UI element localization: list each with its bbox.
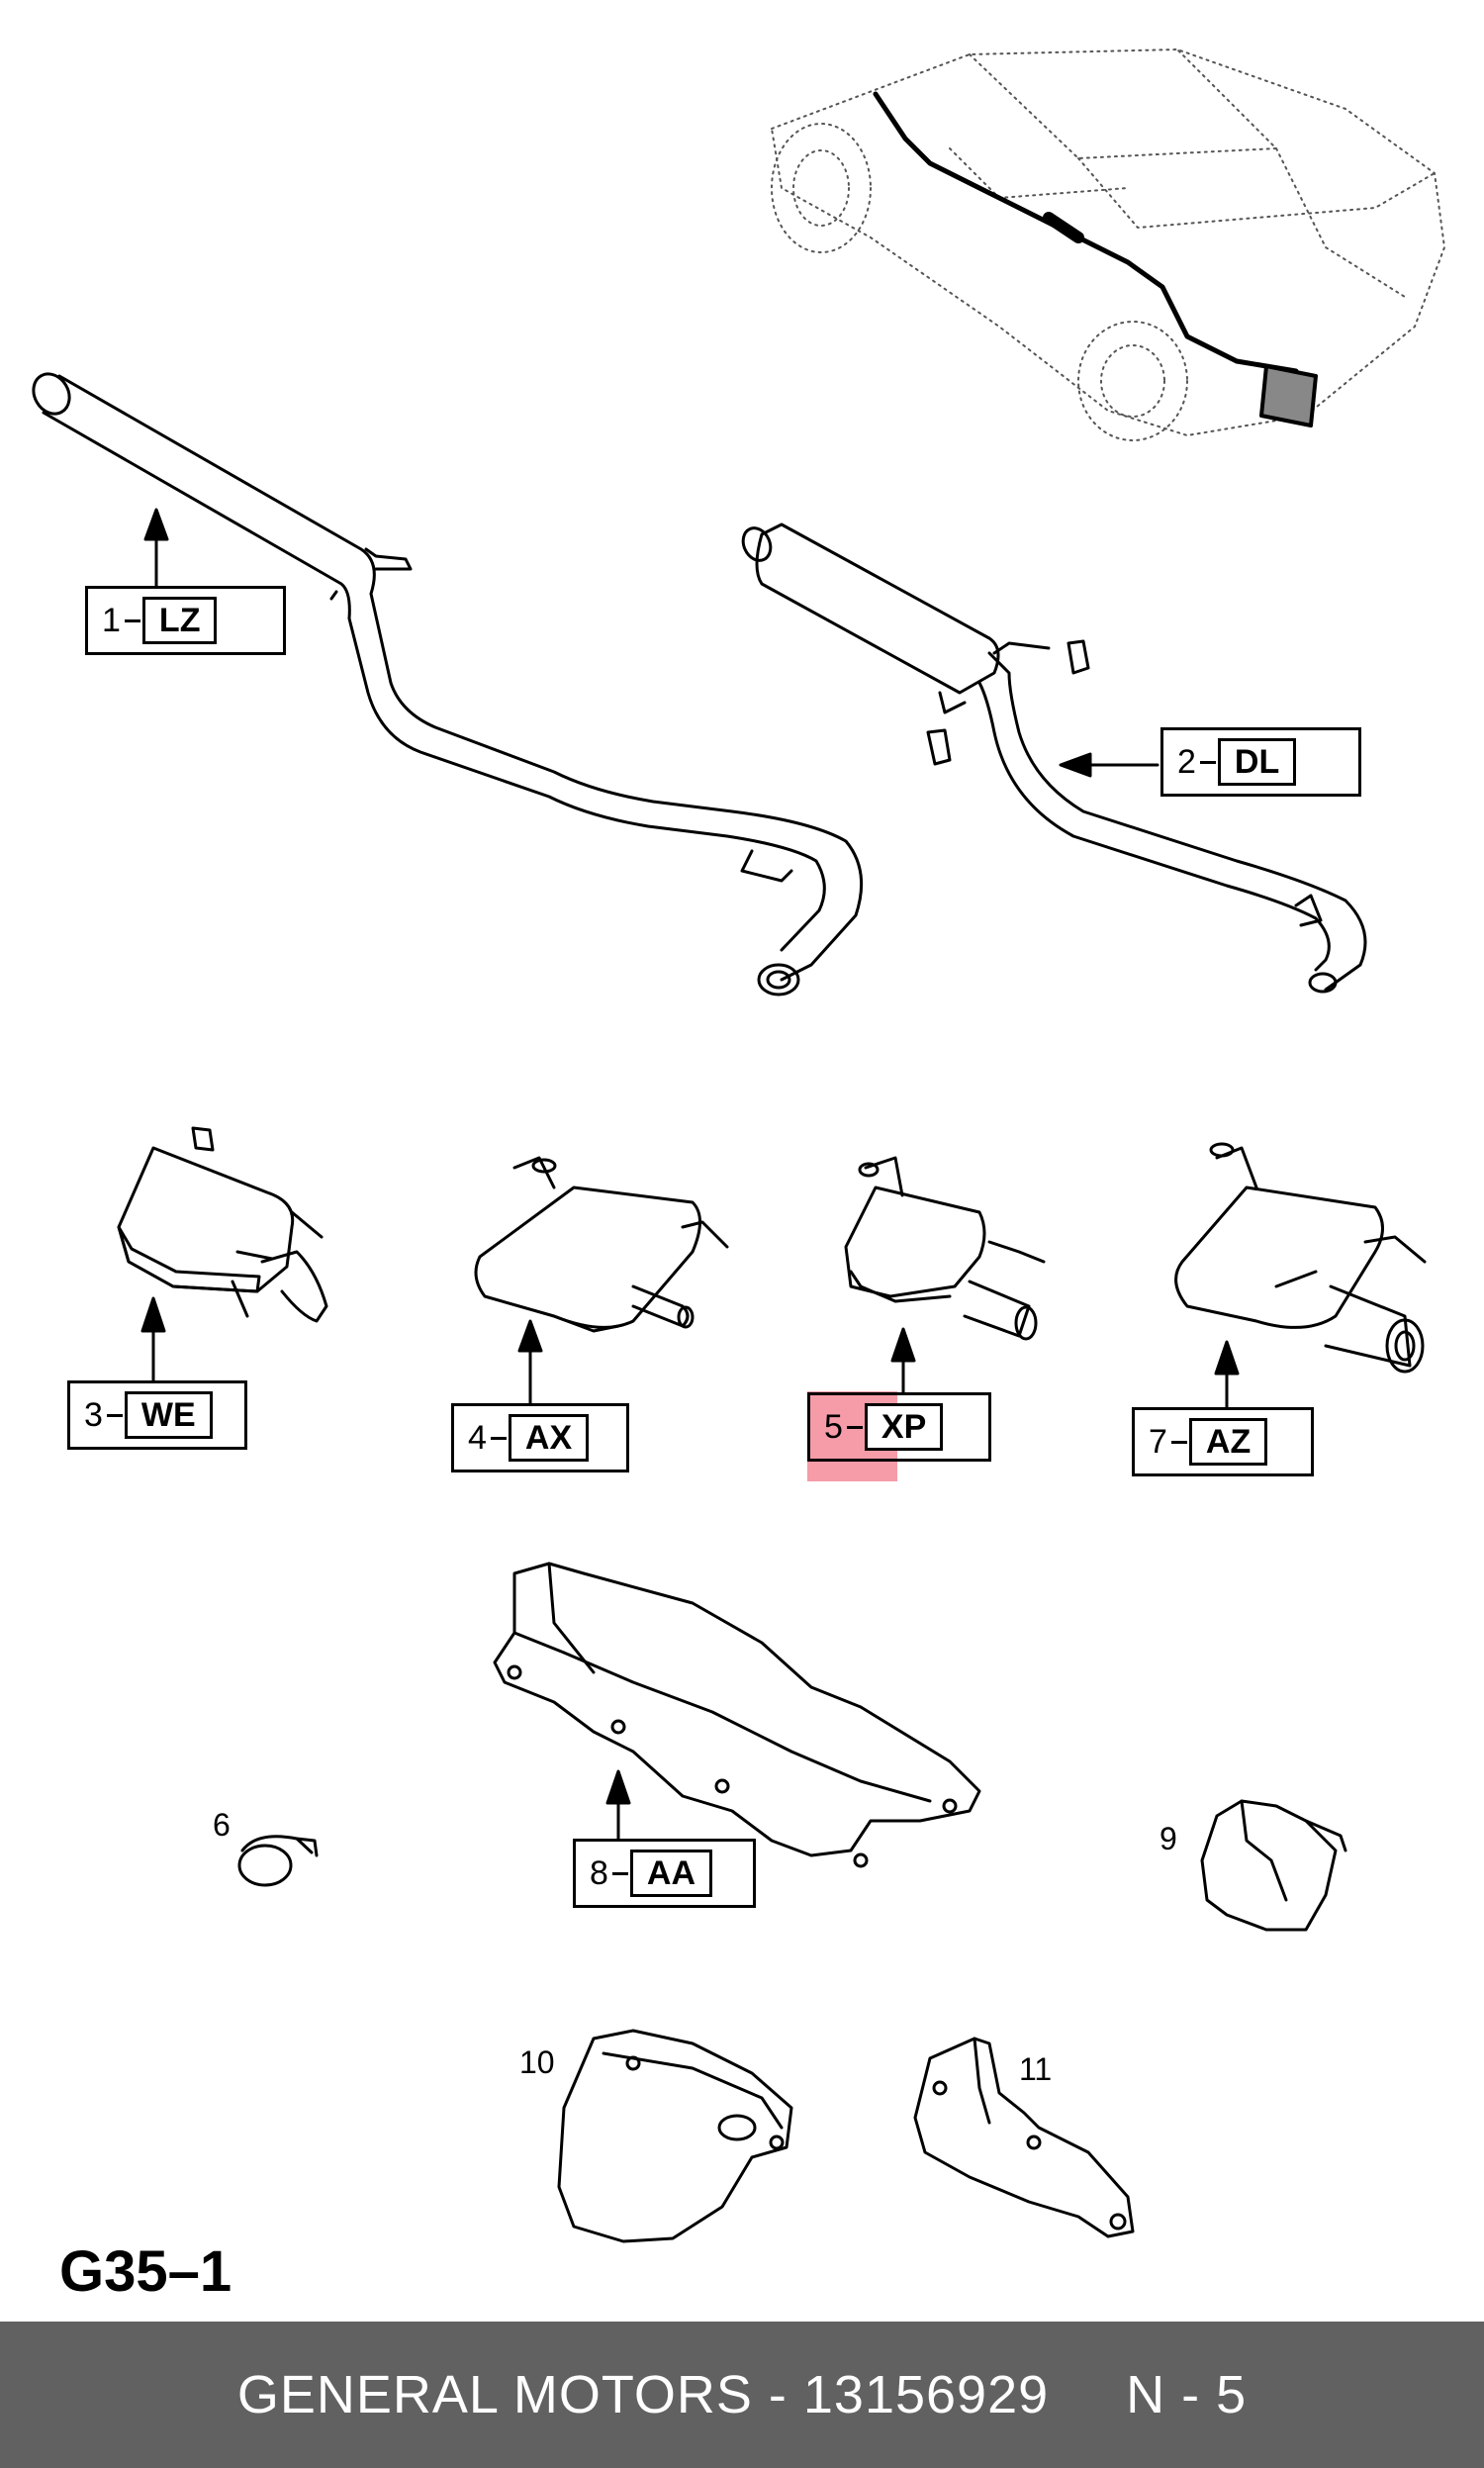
part-2-resonator-pipe (741, 522, 1367, 994)
part-1-intermediate-pipe (32, 372, 864, 997)
callout-5: 5 XP (807, 1392, 991, 1462)
callout-dash (490, 1436, 507, 1440)
callout-number: 7 (1149, 1422, 1167, 1461)
callout-3: 3 WE (67, 1380, 247, 1450)
part-7-rear-muffler (1174, 1142, 1427, 1374)
callout-2: 2 DL (1160, 727, 1361, 797)
vehicle-illustration (771, 48, 1445, 441)
callout-code: WE (124, 1391, 213, 1439)
part-5-rear-muffler (844, 1156, 1046, 1341)
part-9-shield-bracket (1200, 1799, 1347, 1932)
callout-number: 5 (824, 1407, 843, 1446)
callout-code: AX (508, 1414, 590, 1462)
part-label-9: 9 (1159, 1821, 1177, 1856)
callout-code: XP (864, 1403, 944, 1451)
callout-7: 7 AZ (1132, 1407, 1314, 1476)
part-8-heat-shield (493, 1562, 981, 1868)
leader-arrows (140, 508, 1240, 1843)
callout-8: 8 AA (573, 1839, 756, 1908)
callout-number: 1 (102, 601, 121, 639)
exhaust-parts-illustration (32, 48, 1445, 2243)
callout-code: DL (1217, 738, 1297, 786)
part-label-10: 10 (519, 2044, 555, 2080)
footer-bar: GENERAL MOTORS - 13156929 N - 5 (0, 2322, 1484, 2468)
part-label-6: 6 (213, 1807, 231, 1843)
callout-dash (611, 1871, 628, 1875)
vehicle-exhaust-route (873, 91, 1318, 427)
callout-number: 8 (590, 1853, 608, 1892)
callout-1: 1 LZ (85, 586, 286, 655)
callout-dash (106, 1413, 123, 1417)
callout-number: 4 (468, 1418, 487, 1457)
callout-code: LZ (141, 597, 218, 644)
callout-4: 4 AX (451, 1403, 629, 1472)
callout-code: AZ (1188, 1418, 1268, 1466)
part-3-rear-muffler (117, 1126, 328, 1323)
part-label-11: 11 (1019, 2051, 1053, 2087)
callout-dash (1199, 760, 1216, 764)
callout-dash (124, 618, 140, 622)
callout-dash (1170, 1440, 1187, 1444)
quantity-label: N - 5 (1126, 2365, 1248, 2424)
callout-number: 3 (84, 1395, 103, 1434)
callout-dash (846, 1425, 863, 1429)
callout-number: 2 (1177, 742, 1196, 781)
part-10-heat-shield (557, 2029, 793, 2243)
part-4-rear-muffler (474, 1156, 729, 1333)
diagram-id: G35–1 (59, 2239, 232, 2304)
brand-part-number: GENERAL MOTORS - 13156929 (236, 2365, 1050, 2424)
callout-code: AA (629, 1850, 713, 1897)
part-6-clamp (237, 1835, 319, 1887)
part-11-bracket (913, 2037, 1135, 2238)
